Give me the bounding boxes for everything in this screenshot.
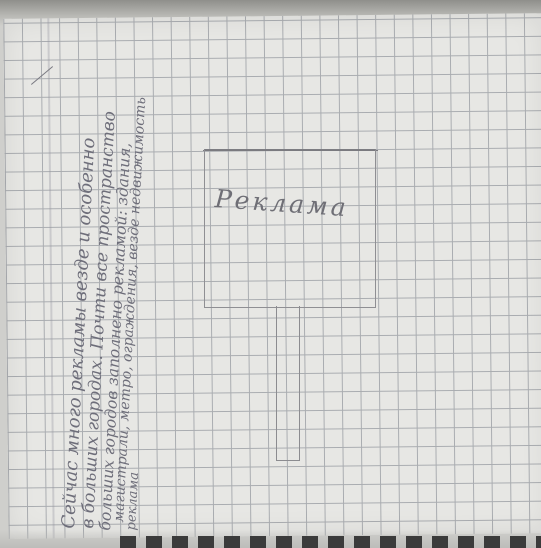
page-margin-line bbox=[47, 18, 54, 538]
billboard-drawing bbox=[204, 149, 376, 308]
billboard-post bbox=[276, 306, 300, 461]
spiral-binding bbox=[120, 536, 541, 548]
